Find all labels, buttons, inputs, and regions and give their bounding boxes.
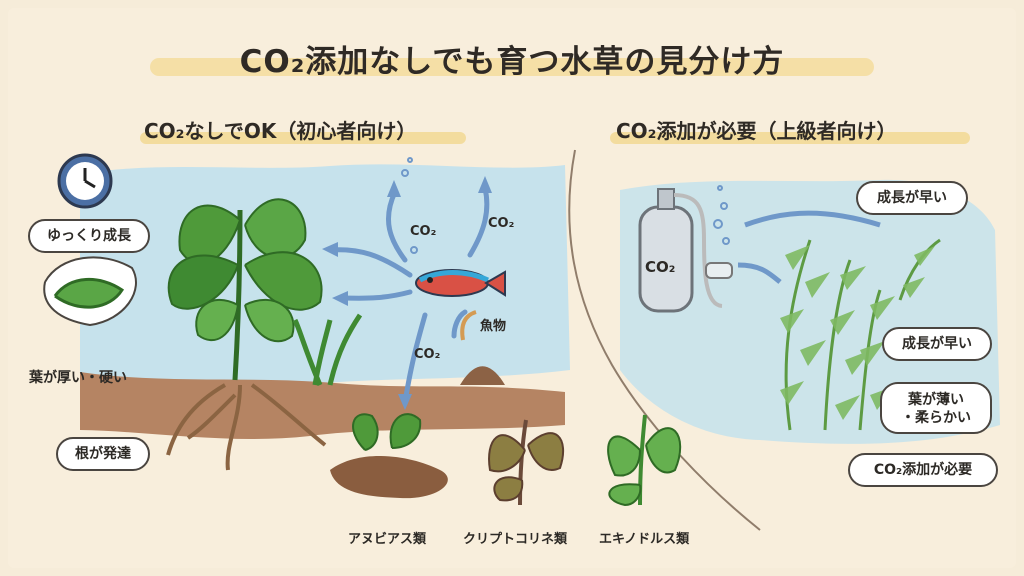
nutrient-arrow bbox=[460, 310, 477, 341]
fast-growth-top-label: 成長が早い bbox=[856, 181, 968, 215]
cryptocoryne-label: クリプトコリネ類 bbox=[463, 532, 568, 547]
right-water bbox=[620, 179, 1000, 444]
echinodorus-plant bbox=[607, 414, 682, 507]
left-section-heading: CO₂なしでOK（初心者向け） bbox=[144, 119, 417, 143]
bubbles bbox=[401, 157, 730, 254]
left-soil bbox=[80, 372, 565, 440]
neon-fish-icon bbox=[415, 269, 506, 297]
left-heading-highlight bbox=[140, 132, 466, 144]
thin-leaves-line-2: ・柔らかい bbox=[901, 410, 971, 426]
thick-leaves-label: 葉が厚い・硬い bbox=[29, 370, 127, 386]
co2-label-right: CO₂ bbox=[488, 216, 515, 231]
arrow-heads bbox=[322, 176, 492, 410]
anubias-plant bbox=[330, 413, 448, 499]
needs-co2-label: CO₂添加が必要 bbox=[848, 453, 998, 487]
right-section-heading: CO₂添加が必要（上級者向け） bbox=[616, 119, 897, 143]
fish-label: 魚物 bbox=[480, 319, 507, 334]
thick-leaf-icon bbox=[53, 278, 125, 309]
roots-label: 根が発達 bbox=[56, 437, 150, 471]
co2-label-bottom: CO₂ bbox=[414, 347, 441, 362]
co2-label-left: CO₂ bbox=[410, 224, 437, 239]
co2-tank-label: CO₂ bbox=[645, 258, 676, 276]
slow-growth-label: ゆっくり成長 bbox=[28, 219, 150, 253]
title-highlight bbox=[150, 58, 874, 76]
anubias-label: アヌビアス類 bbox=[348, 532, 427, 547]
clock-icon bbox=[57, 153, 113, 209]
right-heading-highlight bbox=[610, 132, 970, 144]
fast-growth-middle-label: 成長が早い bbox=[882, 327, 992, 361]
fish-waste bbox=[460, 366, 505, 385]
cryptocoryne-plant bbox=[488, 419, 565, 506]
growth-arrow bbox=[744, 210, 881, 228]
co2-tank-icon bbox=[638, 188, 733, 313]
thin-leaves-label: 葉が薄い ・柔らかい bbox=[880, 382, 992, 434]
small-grass-plant bbox=[292, 313, 363, 386]
co2-flow-arrows bbox=[327, 185, 490, 405]
thin-leaves-line-1: 葉が薄い bbox=[908, 392, 964, 408]
large-plant bbox=[166, 198, 327, 471]
divider-line bbox=[568, 149, 761, 531]
echinodorus-label: エキノドルス類 bbox=[599, 532, 690, 547]
tank-arrow bbox=[737, 262, 782, 284]
page-title: CO₂添加なしでも育つ水草の見分け方 bbox=[239, 44, 785, 80]
stem-plant-leaves bbox=[780, 245, 935, 420]
